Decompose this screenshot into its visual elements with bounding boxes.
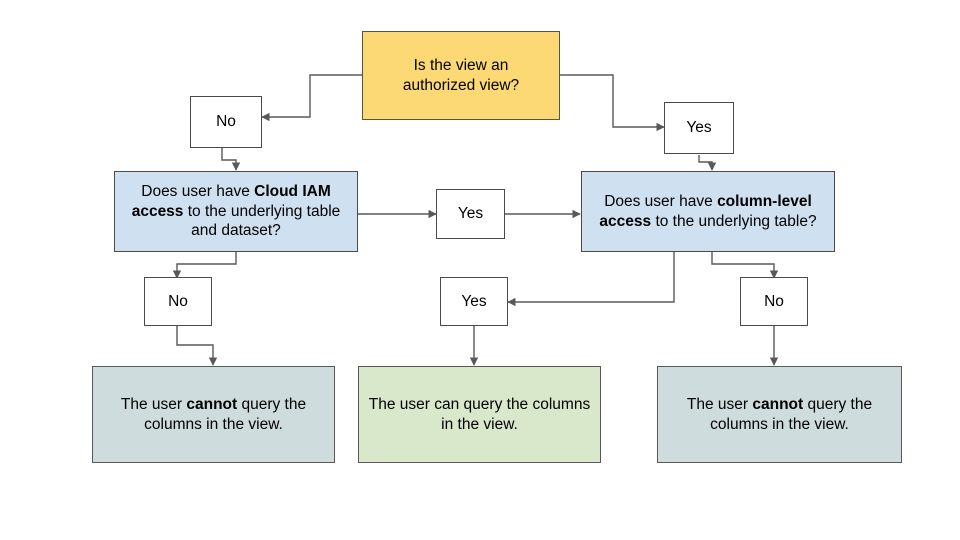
node-outcome-can-query-text: The user can query the columns in the vi… (368, 395, 591, 433)
node-cloud-iam-access[interactable]: Does user have Cloud IAM access to the u… (114, 171, 358, 252)
edge-column-to-no (711, 251, 779, 279)
edge-start-to-no (261, 74, 362, 122)
node-column-level-access[interactable]: Does user have column-level access to th… (581, 171, 835, 252)
node-outcome-cannot-query-iam[interactable]: The user cannot query the columns in the… (92, 366, 335, 463)
edge-iam-to-no (172, 251, 237, 279)
edge-no-to-iam (221, 148, 241, 171)
label-column-no-text: No (764, 292, 784, 310)
label-column-no[interactable]: No (740, 277, 808, 326)
label-start-yes[interactable]: Yes (664, 102, 734, 154)
label-column-yes-text: Yes (461, 292, 487, 310)
node-outcome-cannot-query-column-text: The user cannot query the columns in the… (686, 395, 873, 433)
label-column-yes[interactable]: Yes (440, 277, 508, 326)
node-outcome-cannot-query-column[interactable]: The user cannot query the columns in the… (657, 366, 902, 463)
label-start-no-text: No (216, 113, 236, 131)
label-start-no[interactable]: No (190, 96, 262, 148)
edge-no-to-deny-left (176, 326, 218, 366)
edge-column-to-yes (507, 251, 675, 307)
label-iam-no[interactable]: No (144, 277, 212, 326)
node-outcome-cannot-query-iam-text: The user cannot query the columns in the… (120, 395, 307, 433)
node-column-level-access-text: Does user have column-level access to th… (599, 192, 817, 230)
label-iam-yes[interactable]: Yes (436, 189, 505, 239)
edge-start-to-yes (559, 74, 665, 132)
node-cloud-iam-access-text: Does user have Cloud IAM access to the u… (131, 182, 341, 240)
label-iam-yes-text: Yes (457, 205, 484, 223)
edge-yes-to-column (698, 155, 717, 171)
node-outcome-can-query[interactable]: The user can query the columns in the vi… (358, 366, 601, 463)
node-is-authorized-view[interactable]: Is the view an authorized view? (362, 31, 560, 120)
node-is-authorized-view-text: Is the view an authorized view? (402, 56, 520, 94)
label-start-yes-text: Yes (686, 119, 712, 137)
label-iam-no-text: No (168, 292, 188, 310)
